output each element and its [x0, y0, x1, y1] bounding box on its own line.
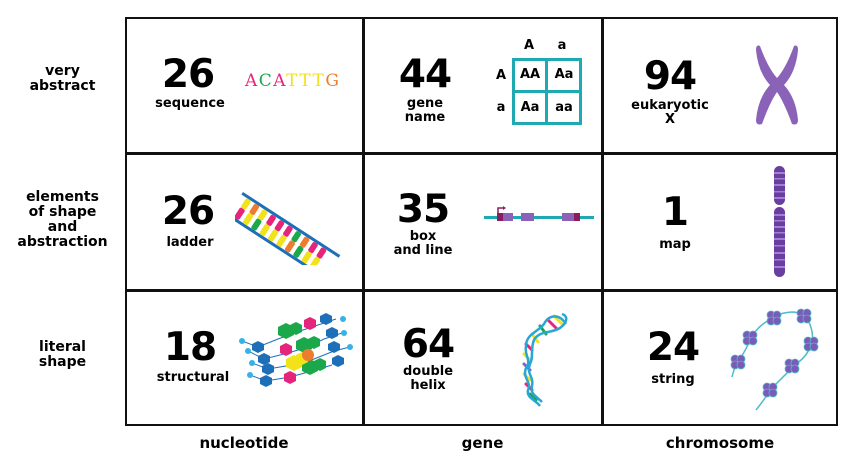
- punnett-cell: Aa: [520, 100, 540, 115]
- x-chromosome-icon: [756, 45, 798, 125]
- representation-name: ladder: [166, 235, 214, 250]
- punnett-col-header: a: [557, 38, 567, 53]
- row-label-very-abstract: very abstract: [0, 64, 125, 94]
- name-line: box: [409, 229, 437, 244]
- name-line: double: [402, 364, 454, 379]
- punnett-cell: aa: [555, 100, 573, 115]
- name-line: and line: [393, 243, 453, 258]
- representation-name: map: [659, 237, 691, 252]
- representation-name: structural: [156, 370, 230, 385]
- punnett-divider: [512, 90, 582, 93]
- gene-box-and-line-icon: [484, 206, 594, 221]
- punnett-row-header: a: [496, 100, 506, 115]
- punnett-row-header: A: [495, 68, 507, 83]
- base-letter: T: [299, 71, 313, 91]
- count-value: 24: [646, 325, 700, 370]
- row-label-elements-of-shape: elements of shape and abstraction: [0, 190, 125, 250]
- banded-chromosome-icon: [774, 166, 785, 277]
- punnett-col-header: A: [523, 38, 535, 53]
- count-value: 26: [161, 52, 215, 97]
- dna-ladder-icon: [235, 192, 341, 265]
- count-value: 35: [396, 187, 450, 232]
- representation-name: string: [651, 372, 695, 387]
- row-label-line: literal: [39, 339, 86, 355]
- grid-divider: [125, 152, 838, 155]
- grid-frame: [125, 17, 838, 426]
- name-line: gene: [406, 96, 444, 111]
- count-value: 1: [661, 190, 689, 235]
- row-label-line: abstraction: [17, 234, 108, 250]
- double-helix-icon: [522, 312, 568, 407]
- row-label-literal-shape: literal shape: [0, 340, 125, 370]
- base-letter: C: [258, 71, 274, 91]
- representation-name: box and line: [373, 230, 473, 258]
- molecular-structure-icon: [239, 313, 353, 387]
- count-value: 64: [401, 322, 455, 367]
- grid-divider: [362, 17, 365, 426]
- row-label-line: and: [47, 219, 78, 235]
- base-letter: A: [245, 71, 259, 91]
- grid-divider: [125, 289, 838, 292]
- row-label-line: of shape: [28, 204, 97, 220]
- count-value: 18: [163, 325, 217, 370]
- representation-name: sequence: [155, 96, 225, 111]
- base-letter: T: [312, 71, 326, 91]
- punnett-cell: AA: [519, 67, 541, 82]
- row-label-line: shape: [38, 354, 87, 370]
- row-label-line: very: [45, 63, 80, 79]
- nucleosome-string-icon: [730, 308, 819, 411]
- count-value: 26: [161, 189, 215, 234]
- count-value: 94: [643, 54, 697, 99]
- representation-name: double helix: [378, 365, 478, 393]
- row-label-line: abstract: [29, 78, 96, 94]
- row-label-line: elements: [26, 189, 99, 205]
- column-label-nucleotide: nucleotide: [199, 434, 289, 452]
- base-letter: A: [273, 71, 287, 91]
- column-label-chromosome: chromosome: [665, 434, 775, 452]
- column-label-gene: gene: [461, 434, 504, 452]
- base-letter: T: [286, 71, 300, 91]
- representation-name: gene name: [375, 97, 475, 125]
- punnett-cell: Aa: [554, 67, 574, 82]
- base-letter: G: [325, 71, 341, 91]
- name-line: helix: [410, 378, 446, 393]
- representation-name: eukaryotic X: [620, 99, 720, 127]
- grid-divider: [601, 17, 604, 426]
- name-line: X: [664, 112, 676, 127]
- punnett-square: A a A a AA Aa Aa aa: [490, 36, 590, 131]
- sequence-text-art: ACATTTG: [245, 71, 340, 91]
- name-line: name: [404, 110, 446, 125]
- name-line: eukaryotic: [631, 98, 709, 113]
- count-value: 44: [398, 52, 452, 97]
